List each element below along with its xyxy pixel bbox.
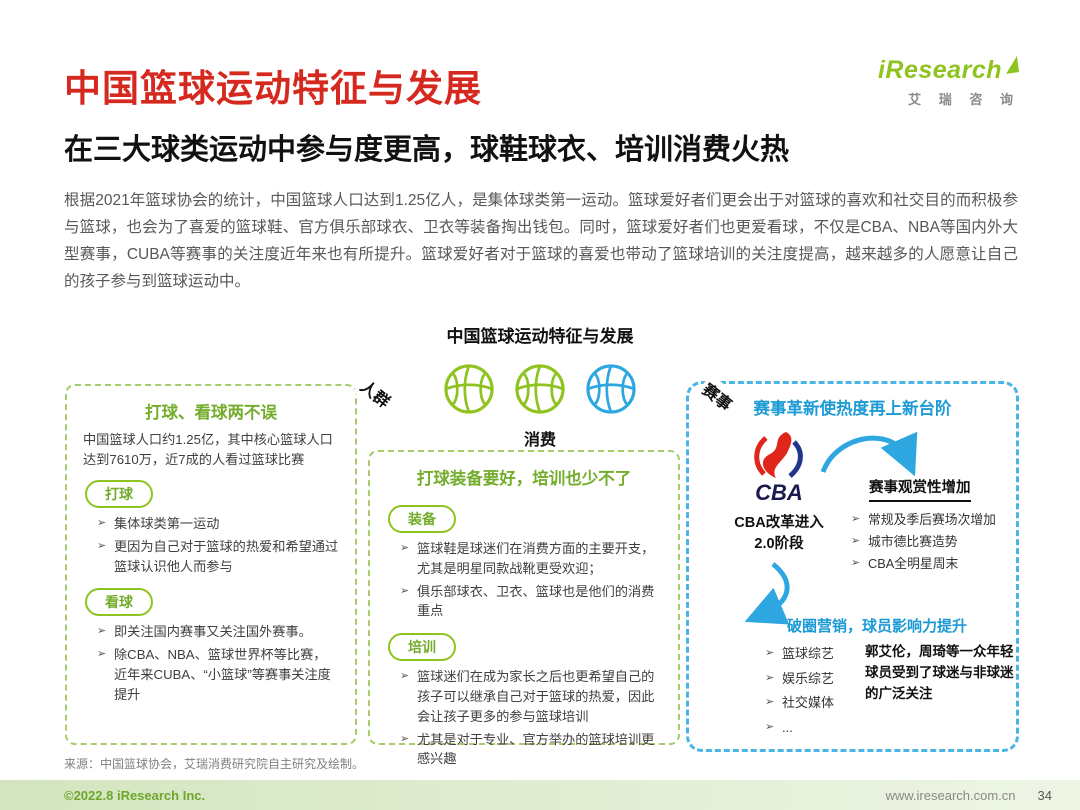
list-item: 娱乐综艺 [765, 669, 861, 689]
consumption-box-title: 打球装备要好，培训也少不了 [416, 470, 632, 488]
watchability-block: 赛事观赏性增加 常规及季后赛场次增加 城市德比赛造势 CBA全明星周末 [847, 476, 1015, 577]
list-item: 篮球迷们在成为家长之后也更希望自己的孩子可以继承自己对于篮球的热爱，因此会让孩子… [400, 667, 662, 726]
cba-stage-text: CBA改革进入 2.0阶段 [734, 515, 824, 553]
population-corner-label: 人群 [353, 371, 399, 415]
footer-bar: ©2022.8 iResearch Inc. www.iresearch.com… [0, 780, 1080, 810]
section-subtitle: 在三大球类运动中参与度更高，球鞋球衣、培训消费火热 [64, 134, 790, 166]
watchability-title: 赛事观赏性增加 [869, 476, 971, 502]
list-item: CBA全明星周末 [851, 554, 1015, 573]
basketball-icon-row [442, 362, 638, 416]
basketball-icon [586, 364, 636, 414]
marketing-note: 郭艾伦，周琦等一众年轻球员受到了球迷与非球迷的广泛关注 [865, 644, 1014, 701]
marketing-list: 篮球综艺 娱乐综艺 社交媒体 ... [765, 644, 861, 737]
list-item: 更因为自己对于篮球的热爱和希望通过篮球认识他人而参与 [97, 537, 339, 577]
population-box: 打球、看球两不误 中国篮球人口约1.25亿，其中核心篮球人口达到7610万，近7… [65, 384, 357, 745]
watch-list: 即关注国内赛事又关注国外赛事。 除CBA、NBA、篮球世界杯等比赛，近年来CUB… [97, 622, 339, 704]
play-badge: 打球 [85, 479, 153, 508]
page-number: 34 [1037, 787, 1052, 803]
list-item: 常规及季后赛场次增加 [851, 510, 1015, 529]
curved-arrow-icon [744, 562, 790, 625]
cba-logo-text: CBA [755, 480, 803, 505]
basketball-icon [515, 364, 565, 414]
list-item: 尤其是对于专业、官方举办的篮球培训更感兴趣 [400, 730, 662, 770]
iresearch-logo: iResearch 艾 瑞 咨 询 [878, 56, 1020, 108]
list-item: 篮球综艺 [765, 644, 861, 664]
events-box: 赛事革新使热度再上新台阶 CBA CBA改革进入 2.0阶段 赛事观赏性增加 常… [686, 381, 1019, 752]
consumption-label: 消费 [523, 432, 557, 449]
training-list: 篮球迷们在成为家长之后也更希望自己的孩子可以继承自己对于篮球的热爱，因此会让孩子… [400, 667, 662, 769]
events-box-title: 赛事革新使热度再上新台阶 [753, 400, 952, 418]
population-box-title: 打球、看球两不误 [145, 404, 277, 422]
training-badge: 培训 [388, 633, 456, 662]
website-url: www.iresearch.com.cn [885, 787, 1016, 803]
watch-badge: 看球 [85, 588, 153, 617]
population-desc: 中国篮球人口约1.25亿，其中核心篮球人口达到7610万，近7成的人看过篮球比赛 [83, 432, 333, 468]
basketball-icon [444, 364, 494, 414]
gear-badge: 装备 [388, 505, 456, 533]
intro-paragraph: 根据2021年篮球协会的统计，中国篮球人口达到1.25亿人，是集体球类第一运动。… [64, 192, 1018, 290]
watchability-list: 常规及季后赛场次增加 城市德比赛造势 CBA全明星周末 [851, 510, 1015, 574]
logo-leaf-icon [1006, 56, 1019, 74]
logo-chinese-name: 艾 瑞 咨 询 [908, 92, 1020, 107]
list-item: 篮球鞋是球迷们在消费方面的主要开支，尤其是明星同款战靴更受欢迎； [400, 539, 662, 579]
diagram-title: 中国篮球运动特征与发展 [446, 327, 634, 346]
marketing-title: 破圈营销，球员影响力提升 [787, 618, 968, 635]
gear-list: 篮球鞋是球迷们在消费方面的主要开支，尤其是明星同款战靴更受欢迎； 俱乐部球衣、卫… [400, 539, 662, 621]
list-item: 即关注国内赛事又关注国外赛事。 [97, 622, 339, 642]
list-item: ... [765, 718, 861, 738]
cba-logo: CBA [754, 432, 803, 505]
copyright-text: ©2022.8 iResearch Inc. [64, 787, 206, 803]
cba-block: CBA CBA改革进入 2.0阶段 [717, 428, 841, 555]
page-title: 中国篮球运动特征与发展 [64, 68, 482, 109]
source-note: 来源：中国篮球协会，艾瑞消费研究院自主研究及绘制。 [64, 757, 365, 771]
marketing-list-wrap: 篮球综艺 娱乐综艺 社交媒体 ... [765, 644, 861, 742]
list-item: 集体球类第一运动 [97, 514, 339, 534]
consumption-box: 打球装备要好，培训也少不了 装备 篮球鞋是球迷们在消费方面的主要开支，尤其是明星… [368, 450, 680, 766]
logo-wordmark: iResearch [877, 56, 1002, 84]
list-item: 城市德比赛造势 [851, 532, 1015, 551]
list-item: 社交媒体 [765, 693, 861, 713]
play-list: 集体球类第一运动 更因为自己对于篮球的热爱和希望通过篮球认识他人而参与 [97, 514, 339, 576]
list-item: 除CBA、NBA、篮球世界杯等比赛，近年来CUBA、“小篮球”等赛事关注度提升 [97, 645, 339, 704]
list-item: 俱乐部球衣、卫衣、篮球也是他们的消费重点 [400, 582, 662, 622]
curved-arrow-icon [820, 431, 918, 477]
